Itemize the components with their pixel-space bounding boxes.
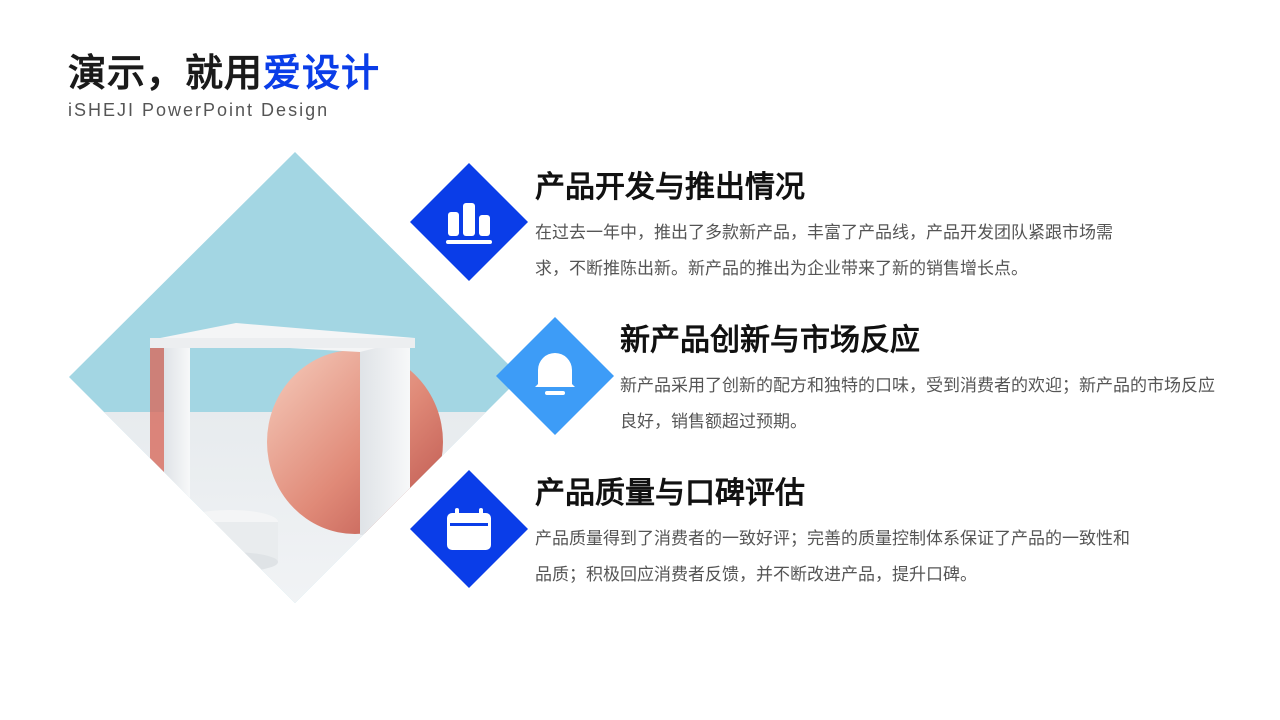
title-main: 演示，就用 <box>68 51 264 95</box>
slide-subtitle: iSHEJI PowerPoint Design <box>68 100 330 120</box>
section-1-title: 产品开发与推出情况 <box>535 170 805 205</box>
section-3-icon-badge <box>410 470 528 588</box>
section-2-text: 新产品采用了创新的配方和独特的口味，受到消费者的欢迎；新产品的市场反应良好，销售… <box>620 376 1215 432</box>
calendar-icon <box>447 508 491 550</box>
title-accent: 爱设计 <box>263 51 381 95</box>
bell-icon <box>535 353 575 395</box>
section-2-title: 新产品创新与市场反应 <box>620 323 920 358</box>
slide-title: 演示，就用爱设计 <box>68 48 380 98</box>
section-1-text: 在过去一年中，推出了多款新产品，丰富了产品线，产品开发团队紧跟市场需求，不断推陈… <box>535 223 1113 279</box>
bar-chart-icon <box>446 203 492 244</box>
section-1-icon-badge <box>410 163 528 281</box>
section-3-title: 产品质量与口碑评估 <box>535 476 805 511</box>
section-3-text: 产品质量得到了消费者的一致好评；完善的质量控制体系保证了产品的一致性和品质；积极… <box>535 529 1130 585</box>
section-2-icon-badge <box>496 317 614 435</box>
